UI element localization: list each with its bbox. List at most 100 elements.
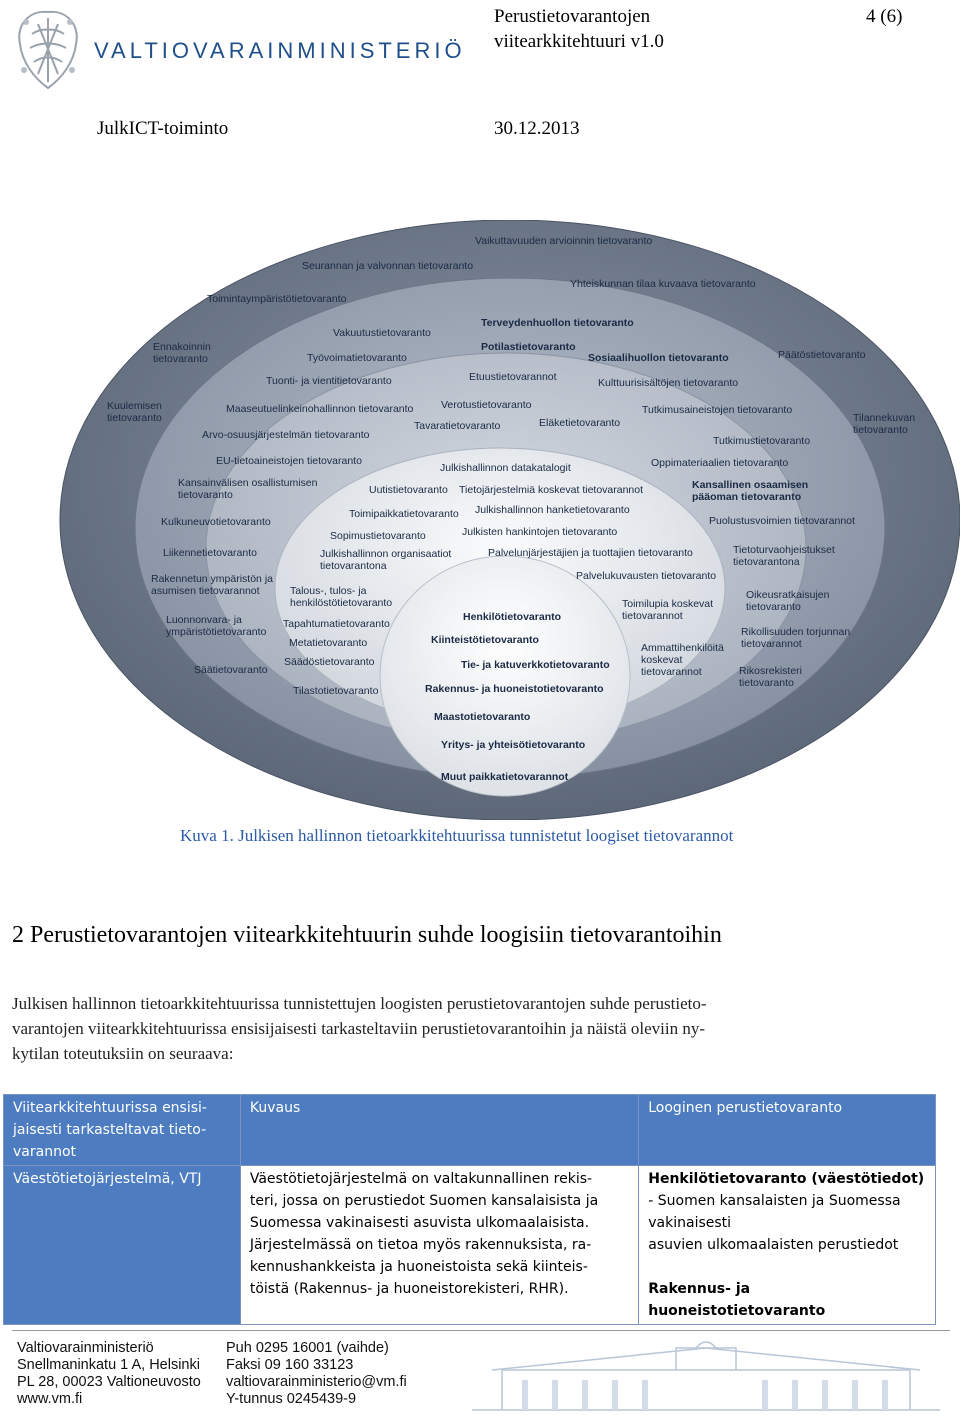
label-toimiluvat-2: tietovarannot [622, 610, 683, 622]
label-henkilo: Henkilötietovaranto [463, 611, 562, 623]
label-rikollisuus-2: tietovarannot [741, 638, 802, 650]
label-uutis: Uutistietovaranto [369, 484, 448, 496]
label-rakennus-huoneisto: Rakennus- ja huoneistotietovaranto [425, 683, 604, 695]
label-vaikuttavuus: Vaikuttavuuden arvioinnin tietovaranto [475, 235, 653, 247]
label-rakennettu-2: asumisen tietovarannot [151, 585, 260, 597]
description-line: Järjestelmässä on tietoa myös rakennuksi… [249, 1237, 592, 1253]
label-eu: EU-tietoaineistojen tietovaranto [216, 455, 362, 467]
doc-title-line1: Perustietovarantojen [494, 6, 651, 27]
label-tietoturva-2: tietovarantona [733, 556, 800, 568]
label-sosiaalihuolto: Sosiaalihuollon tietovaranto [588, 352, 729, 364]
doc-title-line2: viitearkkitehtuuri v1.0 [494, 31, 664, 52]
label-kiinteisto: Kiinteistötietovaranto [431, 634, 539, 646]
paragraph-line: varantojen viitearkkitehtuurissa ensisij… [12, 1019, 706, 1038]
footer-line: valtiovarainministerio@vm.fi [226, 1374, 407, 1390]
logical-line [648, 1256, 926, 1278]
logical-line: - Suomen kansalaisten ja Suomessa [648, 1193, 901, 1209]
label-hanke: Julkishallinnon hanketietovaranto [475, 504, 630, 516]
paragraph-line: Julkisen hallinnon tietoarkkitehtuurissa… [12, 994, 707, 1013]
header-cell: Looginen perustietovaranto [638, 1094, 936, 1166]
label-datakatalogit: Julkishallinnon datakatalogit [440, 462, 571, 474]
label-tietoturva-1: Tietoturvaohjeistukset [733, 544, 835, 556]
label-kansainvalinen-2: tietovaranto [178, 489, 233, 501]
page-number: 4 (6) [866, 6, 903, 27]
nested-ellipse-diagram [0, 219, 960, 821]
label-rakennettu-1: Rakennetun ympäristön ja [151, 573, 273, 585]
label-saa: Säätietovaranto [194, 664, 268, 676]
description-line: töistä (Rakennus- ja huoneistorekisteri,… [249, 1281, 569, 1297]
label-verotus: Verotustietovaranto [441, 399, 532, 411]
label-ammattihenkilot-3: tietovarannot [641, 666, 702, 678]
label-maaseutu: Maaseutuelinkeinohallinnon tietovaranto [226, 403, 414, 415]
label-tilannekuva-2: tietovaranto [853, 424, 908, 436]
label-kulttuuri: Kulttuurisisältöjen tietovaranto [598, 377, 739, 389]
label-tutkimusaineistot: Tutkimusaineistojen tietovaranto [642, 404, 793, 416]
description-line: teri, jossa on perustiedot Suomen kansal… [249, 1193, 599, 1209]
label-maasto: Maastotietovaranto [434, 711, 531, 723]
label-palvelukuvaukset: Palvelukuvausten tietovaranto [576, 570, 717, 582]
header-cell: Viitearkkitehtuurissa ensisi- jaisesti t… [3, 1094, 241, 1166]
label-palvelunjarjestajat: Palvelunjärjestäjien ja tuottajien tieto… [488, 547, 693, 559]
logical-line: vakinaisesti [648, 1215, 732, 1231]
label-kulkuneuvo: Kulkuneuvotietovaranto [161, 516, 271, 528]
label-kansainvalinen-1: Kansainvälisen osallistumisen [178, 477, 318, 489]
label-luonnonvara-2: ympäristötietovaranto [166, 626, 267, 638]
row-logical-cell: Henkilötietovaranto (väestötiedot) - Suo… [638, 1165, 936, 1325]
label-yritys: Yritys- ja yhteisötietovaranto [441, 739, 586, 751]
label-ammattihenkilot-2: koskevat [641, 654, 683, 666]
label-hankinnat: Julkisten hankintojen tietovaranto [462, 526, 618, 538]
label-talous-2: henkilöstötietovaranto [290, 597, 393, 609]
footer-line: Faksi 09 160 33123 [226, 1357, 354, 1373]
header-line: Looginen perustietovaranto [648, 1100, 843, 1116]
header-cell: Kuvaus [239, 1094, 640, 1166]
label-osaaminen-2: pääoman tietovaranto [692, 491, 802, 503]
header-line: Kuvaus [249, 1100, 301, 1116]
label-tutkimustieto: Tutkimustietovaranto [713, 435, 811, 447]
label-tapahtuma: Tapahtumatietovaranto [283, 618, 390, 630]
label-tietojarjestelmat: Tietojärjestelmiä koskevat tietovarannot [459, 484, 644, 496]
footer-line: Snellmaninkatu 1 A, Helsinki [17, 1357, 200, 1373]
row-description-cell: Väestötietojärjestelmä on valtakunnallin… [239, 1165, 640, 1325]
description-line: Suomessa vakinaisesti asuvista ulkomaala… [249, 1215, 590, 1231]
logical-line: Henkilötietovaranto (väestötiedot) [648, 1171, 925, 1187]
label-luonnonvara-1: Luonnonvara- ja [166, 614, 242, 626]
header-line: Viitearkkitehtuurissa ensisi- [13, 1100, 207, 1116]
label-toimiluvat-1: Toimilupia koskevat [622, 598, 714, 610]
label-seuranta: Seurannan ja valvonnan tietovaranto [302, 260, 474, 272]
building-illustration-icon [462, 1340, 950, 1414]
ring-inner [379, 555, 631, 797]
footer-contact: Puh 0295 16001 (vaihde) Faksi 09 160 331… [226, 1340, 407, 1408]
label-toimintaymparisto: Toimintaympäristötietovaranto [207, 293, 347, 305]
data-resources-table: Viitearkkitehtuurissa ensisi- jaisesti t… [3, 1094, 936, 1325]
label-terveydenhuolto: Terveydenhuollon tietovaranto [481, 317, 634, 329]
label-tieverkko: Tie- ja katuverkkotietovaranto [461, 659, 610, 671]
footer-line: Valtiovarainministeriö [17, 1340, 154, 1356]
label-rikosrekisteri-2: tietovaranto [739, 677, 794, 689]
label-tavara: Tavaratietovaranto [414, 420, 501, 432]
section-title: 2 Perustietovarantojen viitearkkitehtuur… [12, 922, 722, 948]
footer-rule [12, 1330, 950, 1331]
label-puolustusvoimat: Puolustusvoimien tietovarannot [709, 515, 855, 527]
label-toimipaikka: Toimipaikkatietovaranto [349, 508, 459, 520]
figure-caption: Kuva 1. Julkisen hallinnon tietoarkkiteh… [180, 826, 734, 845]
label-vakuutus: Vakuutustietovaranto [333, 327, 431, 339]
label-elake: Eläketietovaranto [539, 417, 621, 429]
label-etuus: Etuustietovarannot [469, 371, 557, 383]
header-line: varannot [13, 1144, 76, 1160]
table-header-row: Viitearkkitehtuurissa ensisi- jaisesti t… [3, 1094, 936, 1166]
label-tilannekuva-1: Tilannekuvan [853, 412, 916, 424]
label-sopimus: Sopimustietovaranto [330, 530, 426, 542]
label-tuonti: Tuonti- ja vientitietovaranto [266, 375, 392, 387]
paragraph-line: kytilan toteutuksiin on seuraava: [12, 1044, 234, 1063]
footer-line: PL 28, 00023 Valtioneuvosto [17, 1374, 201, 1390]
label-organisaatiot-1: Julkishallinnon organisaatiot [320, 548, 452, 560]
footer-line: Puh 0295 16001 (vaihde) [226, 1340, 389, 1356]
label-ennakointi-2: tietovaranto [153, 353, 208, 365]
label-tyovoima: Työvoimatietovaranto [307, 352, 407, 364]
header-line: jaisesti tarkasteltavat tieto- [13, 1122, 207, 1138]
label-kuuleminen-1: Kuulemisen [107, 400, 162, 412]
logical-line: asuvien ulkomaalaisten perustiedot [648, 1237, 899, 1253]
label-kuuleminen-2: tietovaranto [107, 412, 162, 424]
label-paatos: Päätöstietovaranto [778, 349, 866, 361]
label-arvo-osuus: Arvo-osuusjärjestelmän tietovaranto [202, 429, 370, 441]
